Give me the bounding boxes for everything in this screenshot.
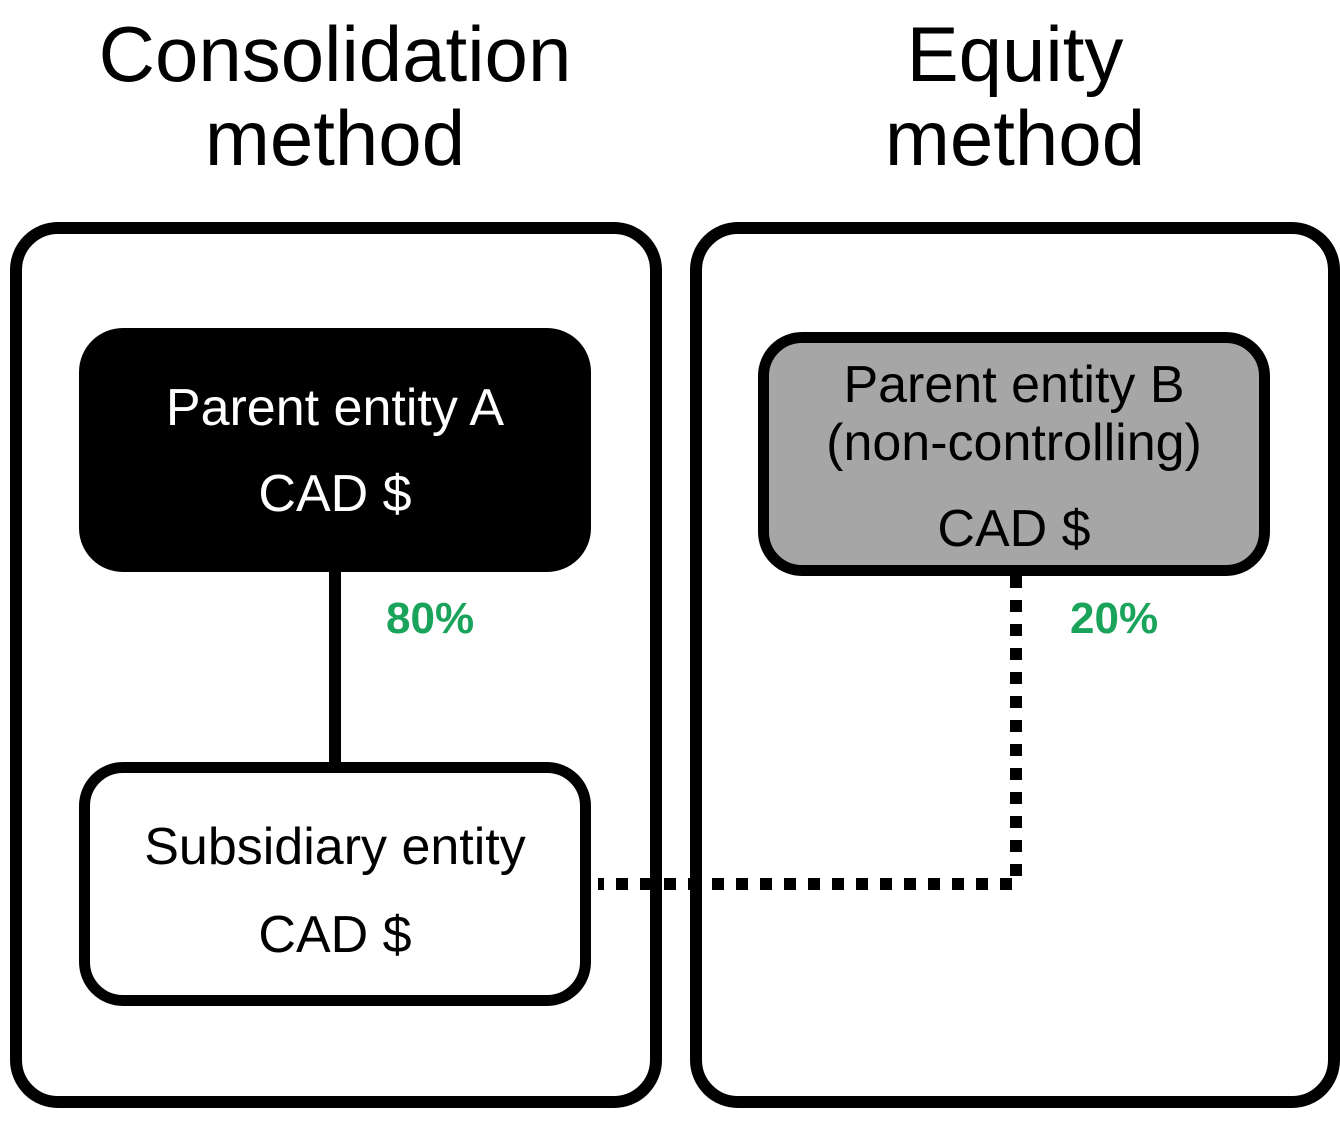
ownership-percent-b: 20% [1070,594,1159,643]
entity-currency: CAD $ [258,465,412,523]
entity-currency: CAD $ [937,500,1091,558]
entity-name: Subsidiary entity [144,818,526,876]
heading-line: method [204,94,466,182]
parent-entity-a-box: Parent entity A CAD $ [79,328,591,572]
parent-entity-b-box: Parent entity B (non-controlling) CAD $ [758,332,1270,576]
entity-name: Parent entity B [843,356,1185,414]
entity-note: (non-controlling) [826,414,1202,472]
entity-currency: CAD $ [258,906,412,964]
subsidiary-entity-box: Subsidiary entity CAD $ [79,762,591,1006]
heading-line: Consolidation [98,10,572,98]
heading-line: Equity [906,10,1124,98]
entity-name: Parent entity A [165,379,505,437]
ownership-link-b-dotted [598,576,1022,890]
consolidation-method-heading: Consolidation method [10,12,660,180]
ownership-percent-a: 80% [386,594,475,643]
heading-line: method [884,94,1146,182]
equity-method-heading: Equity method [690,12,1340,180]
